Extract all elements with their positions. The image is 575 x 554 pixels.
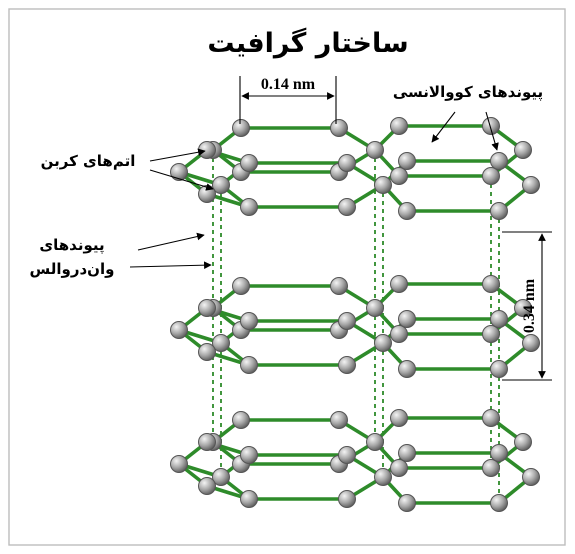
carbon-atom — [170, 321, 188, 339]
carbon-atoms — [170, 117, 540, 512]
carbon-atom — [522, 334, 540, 352]
carbon-atom — [490, 202, 508, 220]
carbon-atom — [522, 176, 540, 194]
carbon-atom — [240, 198, 258, 216]
covalent-bonds-label: پیوندهای کووالانسی — [393, 83, 543, 102]
carbon-atom — [398, 494, 416, 512]
carbon-atom — [374, 334, 392, 352]
carbon-atom — [490, 444, 508, 462]
carbon-atom — [240, 154, 258, 172]
carbon-atom — [390, 275, 408, 293]
carbon-atom — [240, 312, 258, 330]
figure-title: ساختار گرافیت — [207, 27, 408, 59]
carbon-atom — [330, 411, 348, 429]
carbon-atom — [366, 433, 384, 451]
carbon-atom — [490, 310, 508, 328]
carbon-atom — [390, 167, 408, 185]
carbon-atom — [170, 455, 188, 473]
carbon-atom — [330, 277, 348, 295]
carbon-atom — [390, 325, 408, 343]
carbon-atom — [482, 117, 500, 135]
carbon-atom — [398, 360, 416, 378]
carbon-atom — [198, 433, 216, 451]
carbon-atom — [338, 490, 356, 508]
carbon-atom — [330, 119, 348, 137]
carbon-atom — [240, 490, 258, 508]
carbon-atom — [338, 356, 356, 374]
carbon-atom — [482, 325, 500, 343]
carbon-atom — [338, 154, 356, 172]
carbon-atom — [398, 152, 416, 170]
carbon-atom — [366, 141, 384, 159]
carbon-atom — [390, 459, 408, 477]
carbon-atom — [338, 312, 356, 330]
carbon-atom — [240, 356, 258, 374]
carbon-atoms-label: اتم‌های کربن — [41, 152, 136, 170]
carbon-atom — [198, 477, 216, 495]
bond-length-label: 0.14 nm — [261, 76, 316, 93]
carbon-atom — [198, 185, 216, 203]
pointer-arrows — [129, 111, 499, 270]
carbon-atom — [240, 446, 258, 464]
carbon-atom — [374, 468, 392, 486]
vdw-label-line1: پیوندهای — [39, 236, 104, 255]
carbon-atom — [232, 411, 250, 429]
carbon-atom — [212, 468, 230, 486]
carbon-atom — [482, 275, 500, 293]
carbon-atom — [198, 141, 216, 159]
carbon-atom — [338, 198, 356, 216]
carbon-atom — [398, 310, 416, 328]
carbon-atom — [490, 360, 508, 378]
carbon-atom — [232, 277, 250, 295]
van-der-waals-lines — [212, 150, 500, 503]
carbon-atom — [212, 334, 230, 352]
carbon-atom — [490, 494, 508, 512]
vdw-label-line2: وان‌دروالس — [30, 260, 115, 278]
carbon-atom — [398, 202, 416, 220]
carbon-atom — [198, 299, 216, 317]
carbon-atom — [398, 444, 416, 462]
layer-spacing-label: 0.34 nm — [521, 278, 538, 333]
carbon-atom — [232, 119, 250, 137]
carbon-atom — [514, 141, 532, 159]
carbon-atom — [198, 343, 216, 361]
carbon-atom — [522, 468, 540, 486]
carbon-atom — [482, 459, 500, 477]
carbon-atom — [338, 446, 356, 464]
bond-length-dimension — [239, 76, 337, 124]
carbon-atom — [514, 299, 532, 317]
carbon-atom — [390, 117, 408, 135]
carbon-atom — [482, 167, 500, 185]
carbon-atom — [374, 176, 392, 194]
carbon-atom — [366, 299, 384, 317]
carbon-atom — [490, 152, 508, 170]
layer-spacing-dimension — [502, 231, 552, 381]
carbon-atom — [514, 433, 532, 451]
carbon-atom — [170, 163, 188, 181]
carbon-atom — [482, 409, 500, 427]
carbon-atom — [390, 409, 408, 427]
